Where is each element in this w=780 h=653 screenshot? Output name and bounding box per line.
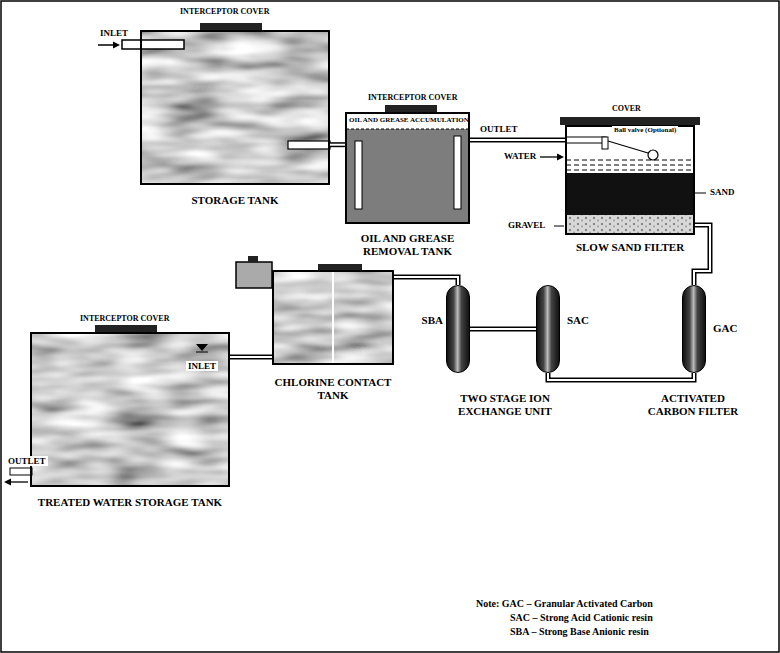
doser-cap — [248, 256, 258, 262]
sac-column: SAC — [536, 285, 560, 373]
pipe-connector — [694, 225, 710, 285]
node-label: CHLORINE CONTACT TANK — [268, 376, 398, 401]
node-label: SBA — [409, 314, 443, 327]
pipe-bore — [470, 328, 536, 330]
pipe-connector — [548, 373, 694, 380]
node-label: SAC — [567, 314, 607, 327]
node-label: SLOW SAND FILTER — [545, 241, 715, 254]
leader-line — [694, 193, 706, 194]
node-label: GAC — [713, 322, 753, 335]
inlet-pipe — [122, 40, 184, 49]
cover-label: COVER — [612, 104, 641, 113]
note-line: Note: GAC – Granular Activated Carbon — [476, 598, 653, 610]
outlet-label: OUTLET — [480, 124, 518, 134]
pipe-outline — [394, 277, 458, 285]
treated-water-tank: TREATED WATER STORAGE TANK — [30, 332, 230, 487]
note-line: SAC – Strong Acid Cationic resin — [510, 612, 653, 624]
chlorine-contact-tank: CHLORINE CONTACT TANK — [272, 270, 394, 365]
node-label: TREATED WATER STORAGE TANK — [0, 496, 270, 509]
baffle-pipe — [355, 141, 362, 209]
outlet-label: OUTLET — [6, 456, 48, 466]
outlet-pipe — [288, 141, 330, 149]
node-label: ACTIVATED CARBON FILTER — [638, 392, 748, 417]
tank-fill — [346, 113, 469, 223]
pipe-outline — [230, 355, 272, 360]
water-line — [566, 170, 694, 171]
valve-label: Ball valve (Optional) — [612, 126, 678, 134]
pipe-bore — [230, 356, 272, 358]
baffle-pipe — [454, 136, 461, 209]
gac-column: GACACTIVATED CARBON FILTER — [682, 285, 706, 373]
leader-line — [554, 226, 564, 227]
pipe-bore — [394, 277, 458, 285]
water-line — [566, 160, 694, 161]
pipe-connector — [394, 277, 458, 285]
cover-label: INTERCEPTOR COVER — [180, 7, 269, 16]
pipe-outline — [470, 327, 536, 332]
sand-layer — [566, 173, 694, 215]
node-label: STORAGE TANK — [135, 194, 335, 207]
pipe-bore — [330, 144, 345, 146]
pipe-outline — [694, 225, 710, 285]
filter-fill — [566, 126, 694, 234]
inlet-label: INLET — [186, 361, 218, 371]
valve-arm — [608, 141, 648, 153]
pipe-bore — [548, 373, 694, 380]
oil-grease-tank: OIL AND GREASE REMOVAL TANK — [345, 112, 470, 224]
chlorine-doser — [236, 262, 272, 288]
gravel-label: GRAVEL — [508, 220, 545, 230]
pipe-bore — [470, 139, 565, 141]
tank-texture — [273, 271, 393, 364]
arrowhead — [113, 42, 120, 49]
unit-label: TWO STAGE ION EXCHANGE UNIT — [430, 392, 580, 417]
filter-cover — [560, 117, 700, 125]
note-line: SBA – Strong Base Anionic resin — [510, 626, 649, 638]
pipe-outline — [548, 373, 694, 380]
pipe-connector — [330, 144, 345, 145]
cover-label: INTERCEPTOR COVER — [80, 314, 169, 323]
sba-column: SBA — [446, 285, 470, 373]
pipe-connector — [230, 357, 272, 358]
feed-nozzle — [602, 137, 608, 149]
tank-texture — [141, 31, 329, 184]
pipe-outline — [470, 138, 565, 143]
cover-label: INTERCEPTOR COVER — [368, 93, 457, 102]
sand-label: SAND — [710, 187, 735, 197]
node-label: OIL AND GREASE REMOVAL TANK — [348, 232, 468, 257]
tank-baffle — [332, 271, 334, 364]
outlet-pipe — [10, 468, 32, 475]
tank-texture — [31, 333, 229, 486]
water-level-line — [196, 352, 208, 353]
oil-line — [346, 129, 469, 130]
slow-sand-filter: SLOW SAND FILTER — [565, 125, 695, 235]
pipe-connector — [470, 329, 536, 330]
inlet-label: INLET — [100, 28, 128, 38]
water-level-symbol — [196, 344, 208, 351]
oil-layer — [346, 113, 469, 129]
pipe-connector — [470, 140, 565, 141]
layer-label: OIL AND GREASE ACCUMULATION — [349, 116, 469, 124]
water-line — [566, 165, 694, 166]
pipe-bore — [694, 225, 710, 285]
arrowhead — [557, 154, 564, 161]
water-label: WATER — [504, 151, 536, 161]
pipe-outline — [330, 142, 345, 147]
storage-tank: STORAGE TANK — [140, 30, 330, 185]
ball-float — [648, 150, 658, 160]
feed-pipe — [566, 137, 606, 143]
gravel-layer — [566, 215, 694, 234]
arrowhead — [4, 479, 11, 486]
